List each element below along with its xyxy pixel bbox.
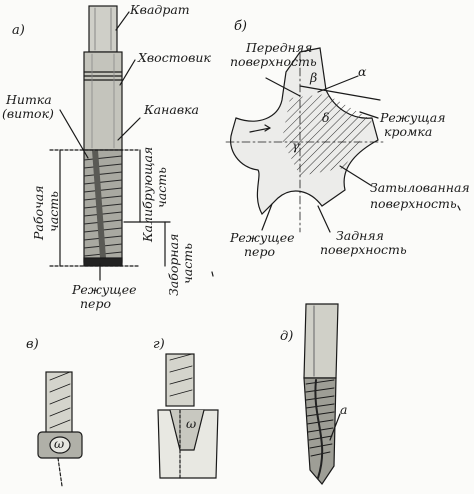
label-rabochaya: Рабочая (31, 185, 46, 240)
cross-section-hatch (282, 94, 372, 176)
tap-shank (83, 51, 123, 151)
label-nitka: Нитка (6, 92, 52, 107)
label-rabochaya-chast: часть (46, 191, 61, 232)
label-rezh-pero-a: Режущее (72, 282, 137, 297)
tap-cross-section (225, 47, 387, 233)
label-kalibruyushchaya: Калибрующая (140, 146, 155, 242)
label-khvostovik: Хвостовик (138, 50, 211, 65)
panel-label-d: д) (280, 329, 294, 344)
label-rezh-kromka-2: кромка (384, 124, 433, 139)
label-rezh-pero-b: Режущее (230, 230, 295, 245)
label-a-mark: а (340, 402, 348, 417)
panel-label-b: б) (234, 19, 248, 34)
panel-d-spiral-tap (303, 303, 341, 485)
label-omega-g: ω (186, 416, 197, 431)
panel-label-v: в) (26, 337, 39, 352)
tap-side-view (49, 5, 171, 281)
label-kvadrat: Квадрат (130, 2, 190, 17)
label-zabornaya: Заборная (166, 233, 181, 296)
label-gamma: γ (292, 138, 300, 153)
label-beta: β (310, 70, 318, 85)
panel-g-block-tapping (157, 353, 219, 479)
label-kanavka: Канавка (144, 102, 200, 117)
label-perednyaya: Передняя (246, 40, 313, 55)
label-rezh-pero-b-2: перо (244, 244, 275, 259)
panel-label-a: а) (12, 23, 25, 38)
tap-square-head (88, 5, 118, 53)
label-perednyaya-2: поверхность (230, 54, 317, 69)
label-kalibruyushchaya-chast: часть (154, 167, 169, 208)
label-zatylovannaya: Затылованная (370, 180, 470, 195)
label-rezh-pero-a-2: перо (80, 296, 111, 311)
tap-flute-groove (92, 150, 106, 258)
label-zadnyaya: Задняя (336, 228, 384, 243)
label-zatylovannaya-2: поверхность (370, 196, 457, 211)
panel-v-nut-tapping (37, 371, 83, 487)
label-delta: δ (322, 110, 330, 125)
label-rezh-kromka: Режущая (380, 110, 446, 125)
label-vitok: (виток) (2, 106, 54, 121)
label-zadnyaya-2: поверхность (320, 242, 407, 257)
label-omega-v: ω (54, 436, 65, 451)
tap-tip (83, 257, 123, 267)
panel-label-g: г) (153, 337, 165, 352)
label-alpha: α (358, 64, 367, 79)
label-zabornaya-chast: часть (180, 243, 195, 284)
